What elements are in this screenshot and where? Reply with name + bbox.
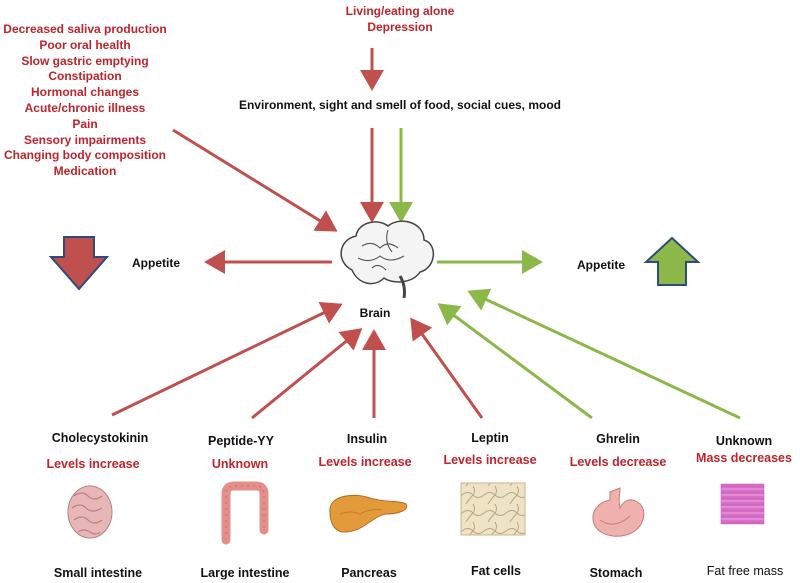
- hormone-level: Unknown: [211, 457, 269, 471]
- appetite-label-left: Appetite: [132, 256, 180, 270]
- arrow-leptin: [410, 317, 484, 419]
- muscle-tissue-icon: [720, 483, 765, 525]
- social-factor-item: Depression: [367, 20, 433, 34]
- brain-label: Brain: [359, 306, 391, 320]
- hormone-name: Leptin: [471, 431, 509, 445]
- factor-item: Pain: [72, 116, 98, 131]
- arrow-cholecystokinin: [111, 302, 343, 417]
- hormone-name: Unknown: [715, 434, 773, 448]
- factor-item: Medication: [53, 164, 117, 179]
- appetite-increase-arrow: [643, 236, 701, 286]
- small-intestine-icon: [67, 485, 113, 539]
- organ-label: Pancreas: [341, 566, 397, 580]
- appetite-label-right: Appetite: [577, 258, 625, 272]
- fat-cells-icon: [460, 482, 526, 536]
- hormone-level: Levels increase: [443, 453, 537, 467]
- arrow-factors-to-brain: [172, 128, 338, 232]
- organ-label: Small intestine: [53, 566, 143, 580]
- stomach-icon: [592, 487, 645, 537]
- left-factors-list: Decreased saliva production Poor oral he…: [0, 22, 170, 180]
- organ-label: Large intestine: [200, 566, 290, 580]
- hormone-level: Levels increase: [318, 455, 412, 469]
- social-factor-item: Living/eating alone: [345, 4, 455, 18]
- hormone-name: Cholecystokinin: [51, 431, 149, 445]
- environment-label: Environment, sight and smell of food, so…: [238, 98, 562, 112]
- organ-label: Fat free mass: [706, 564, 784, 578]
- organ-label: Stomach: [589, 566, 643, 580]
- large-intestine-icon: [221, 481, 269, 545]
- brain-icon: [340, 220, 434, 299]
- organ-label: Fat cells: [470, 564, 522, 578]
- hormone-name: Insulin: [346, 432, 388, 446]
- factor-item: Acute/chronic illness: [24, 100, 146, 115]
- arrow-fat-free-mass: [467, 288, 741, 420]
- social-factors: Living/eating alone Depression: [270, 3, 530, 35]
- appetite-decrease-arrow: [48, 236, 110, 291]
- hormone-level: Levels increase: [46, 457, 140, 471]
- factor-item: Changing body composition: [4, 148, 166, 163]
- hormone-name: Peptide-YY: [208, 434, 274, 448]
- hormone-level: Mass decreases: [696, 451, 792, 465]
- pancreas-icon: [329, 494, 408, 533]
- hormone-name: Ghrelin: [596, 432, 640, 446]
- arrow-ghrelin: [437, 303, 593, 420]
- arrow-peptide-yy: [251, 328, 363, 420]
- factor-item: Sensory impairments: [23, 132, 147, 147]
- hormone-level: Levels decrease: [569, 455, 667, 469]
- factor-item: Hormonal changes: [30, 85, 140, 100]
- factor-item: Constipation: [48, 69, 122, 84]
- factor-item: Poor oral health: [39, 37, 131, 52]
- factor-item: Slow gastric emptying: [21, 53, 149, 68]
- factor-item: Decreased saliva production: [3, 22, 167, 36]
